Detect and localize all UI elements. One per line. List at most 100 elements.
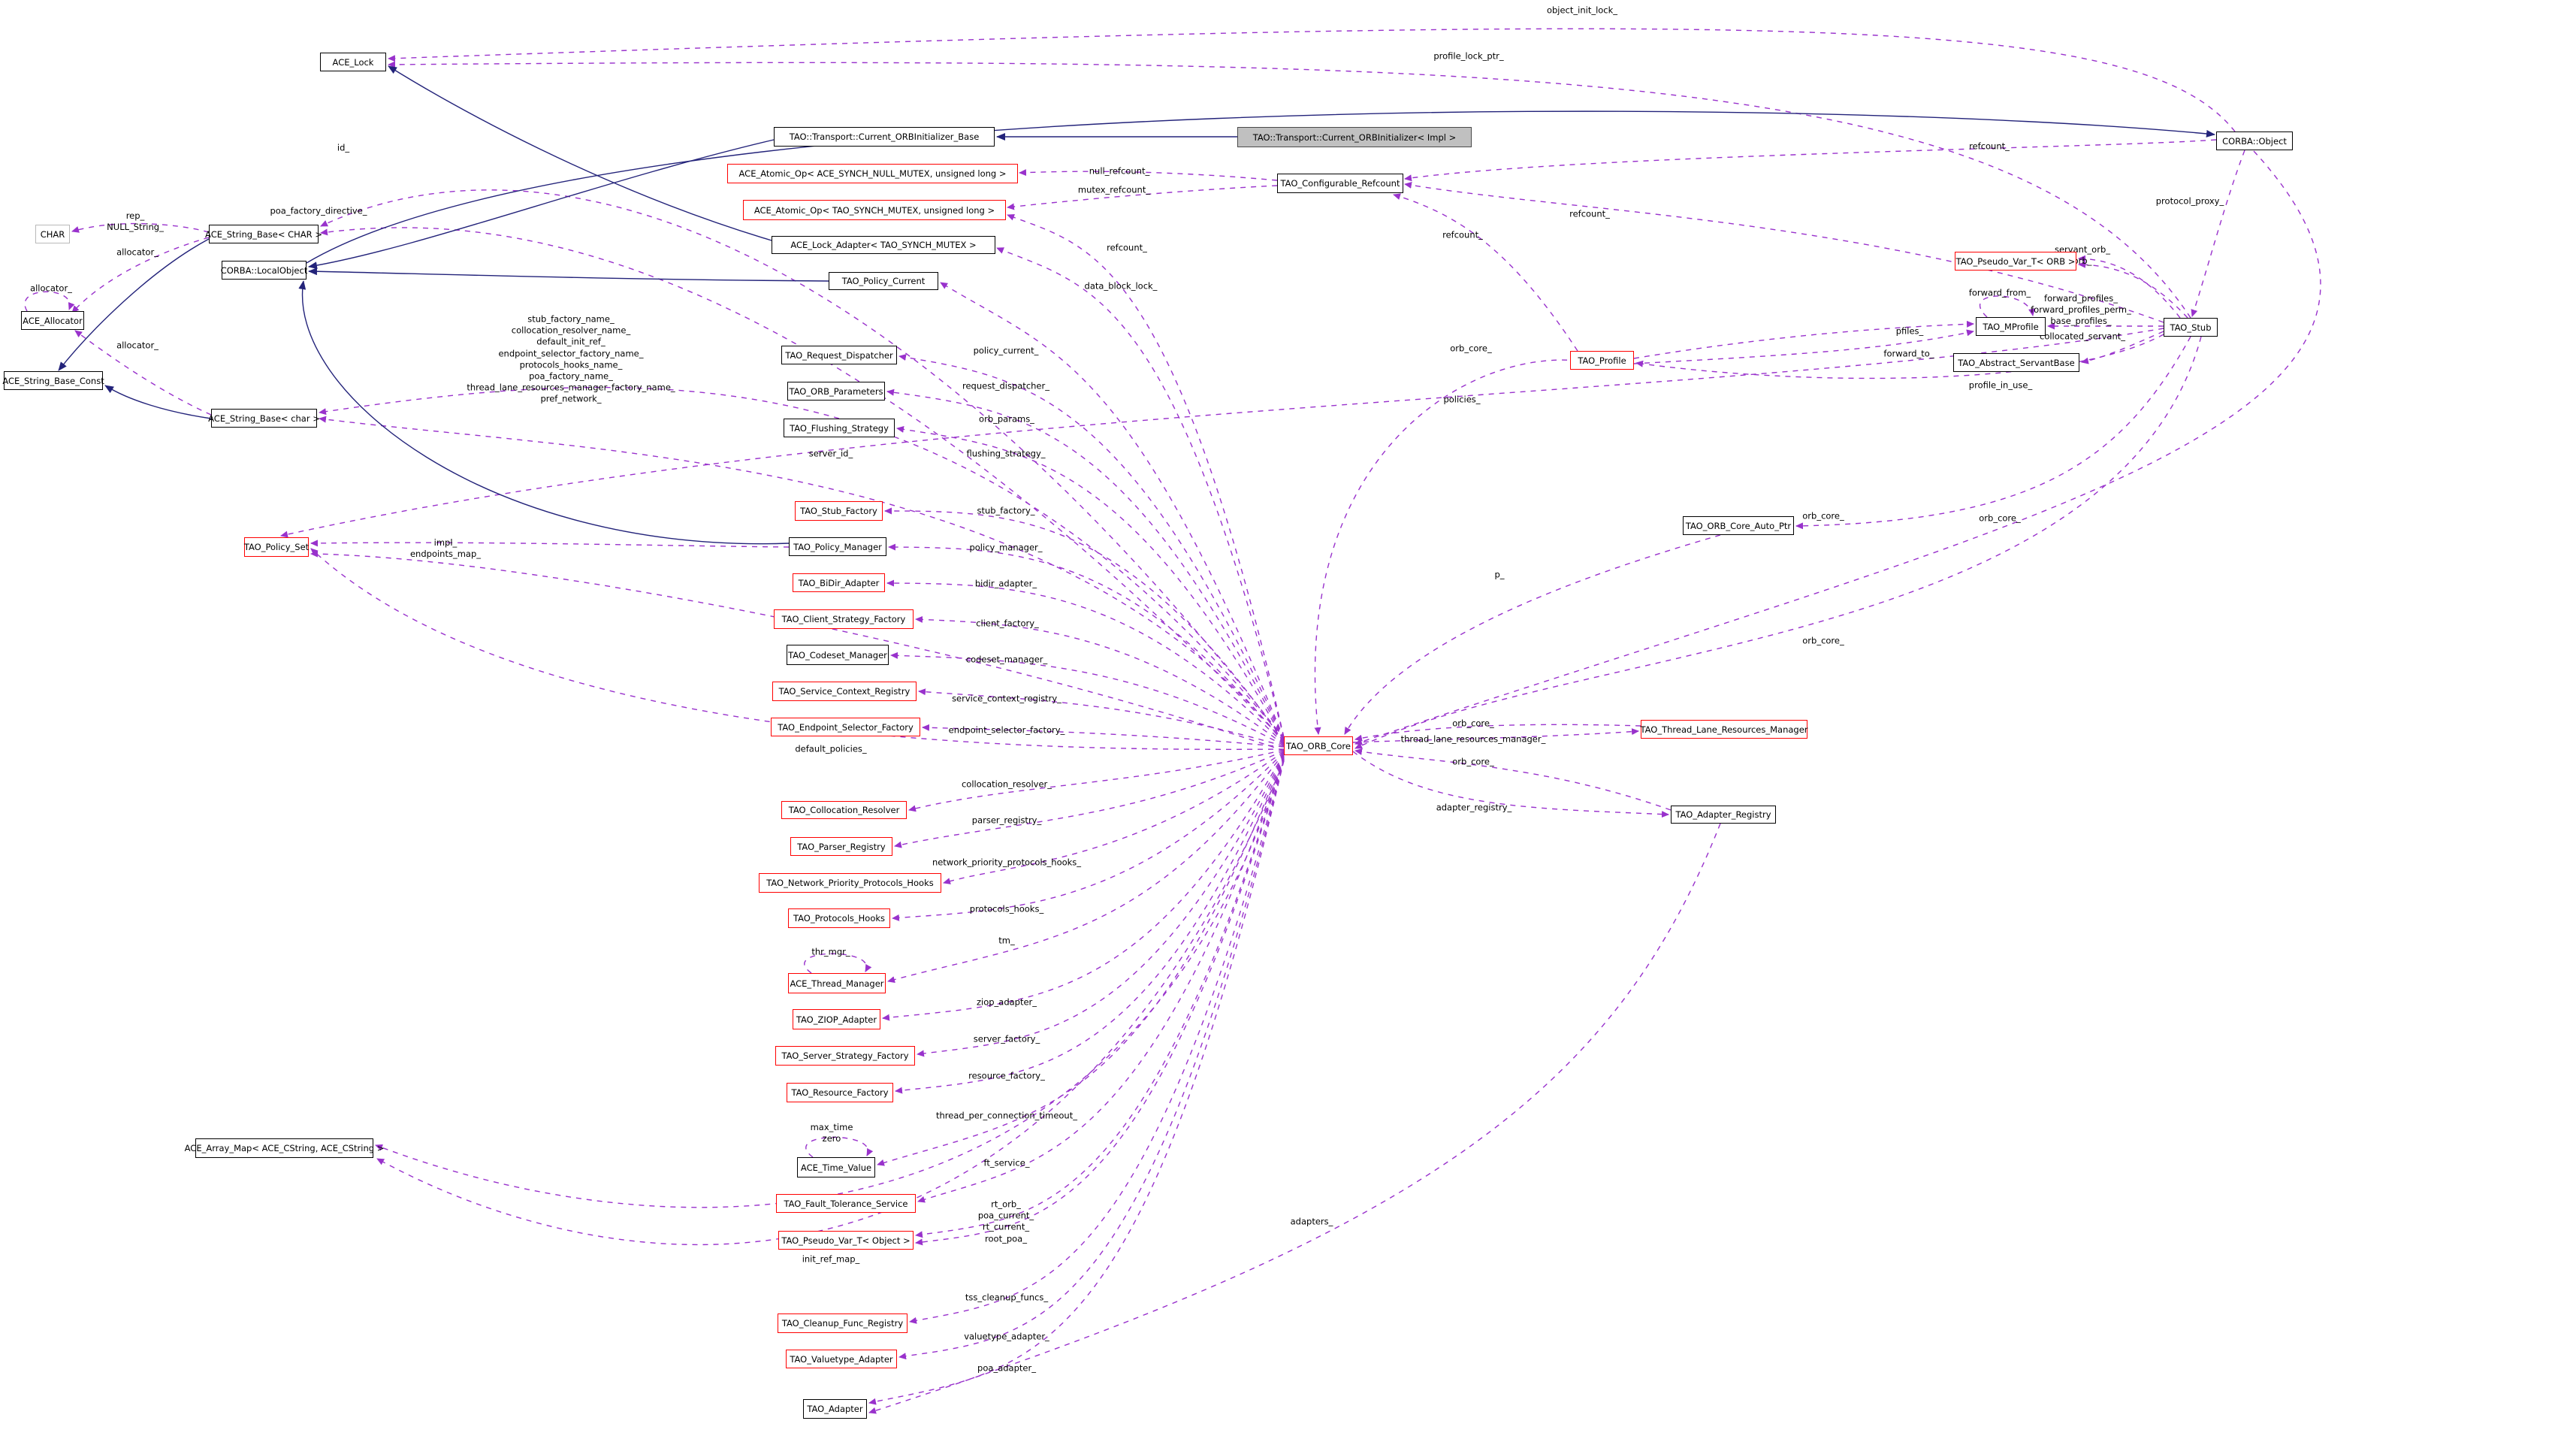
edge-label: orb_core_ — [1452, 756, 1494, 767]
usage-edge — [805, 1136, 874, 1158]
class-box-tao-resource-factory[interactable]: TAO_Resource_Factory — [787, 1083, 893, 1102]
class-box-tao-adapter-registry[interactable]: TAO_Adapter_Registry — [1671, 806, 1776, 824]
edge-label: rt_orb_ poa_current_ rt_current_ root_po… — [977, 1199, 1034, 1244]
class-box-ace-atomic-op-tao[interactable]: ACE_Atomic_Op< TAO_SYNCH_MUTEX, unsigned… — [743, 200, 1006, 220]
edge-label: collocated_servant_ — [2040, 331, 2125, 342]
usage-edge — [2078, 261, 2188, 319]
class-box-tao-profile[interactable]: TAO_Profile — [1570, 351, 1634, 370]
class-box-tao-service-context-registry[interactable]: TAO_Service_Context_Registry — [772, 682, 917, 701]
class-box-tao-valuetype-adapter[interactable]: TAO_Valuetype_Adapter — [786, 1350, 897, 1368]
class-box-ace-atomic-op-null[interactable]: ACE_Atomic_Op< ACE_SYNCH_NULL_MUTEX, uns… — [727, 164, 1018, 183]
class-box-tao-configurable-refcount[interactable]: TAO_Configurable_Refcount — [1277, 174, 1403, 193]
class-box-char[interactable]: CHAR — [35, 225, 70, 243]
class-box-tao-stub-factory[interactable]: TAO_Stub_Factory — [795, 501, 883, 521]
class-box-tao-pseudo-var-t-orb[interactable]: TAO_Pseudo_Var_T< ORB > — [1955, 252, 2076, 271]
class-box-tao-fault-tolerance-service[interactable]: TAO_Fault_Tolerance_Service — [776, 1194, 916, 1213]
usage-edge — [877, 755, 1285, 1166]
edge-label: refcount_ — [1442, 229, 1483, 240]
edge-label: collocation_resolver_ — [961, 778, 1052, 790]
class-box-label: TAO_Parser_Registry — [797, 841, 886, 852]
edge-label: network_priority_protocols_hooks_ — [932, 857, 1082, 868]
class-box-tao-pseudo-var-t-object[interactable]: TAO_Pseudo_Var_T< Object > — [778, 1231, 914, 1250]
usage-edge — [1314, 359, 1578, 735]
class-box-tao-orb-parameters[interactable]: TAO_ORB_Parameters — [787, 382, 885, 401]
class-box-tao-parser-registry[interactable]: TAO_Parser_Registry — [790, 837, 892, 856]
usage-edge — [1393, 193, 1578, 352]
usage-edge — [280, 328, 2164, 538]
edge-label: allocator_ — [30, 283, 72, 294]
class-box-transport-current-orbinitializer-impl[interactable]: TAO::Transport::Current_ORBInitializer< … — [1237, 127, 1472, 147]
class-box-tao-orb-core-auto-ptr[interactable]: TAO_ORB_Core_Auto_Ptr — [1683, 516, 1794, 535]
class-box-label: TAO_ORB_Core — [1286, 740, 1351, 751]
class-box-tao-orb-core[interactable]: TAO_ORB_Core — [1284, 736, 1353, 755]
edge-label: protocol_proxy_ — [2155, 195, 2224, 207]
class-box-tao-policy-current[interactable]: TAO_Policy_Current — [829, 272, 938, 290]
class-box-label: TAO_Service_Context_Registry — [778, 686, 911, 697]
usage-edge — [71, 237, 210, 313]
class-box-tao-thread-lane-resources-manager[interactable]: TAO_Thread_Lane_Resources_Manager — [1641, 720, 1808, 739]
class-box-tao-mprofile[interactable]: TAO_MProfile — [1976, 317, 2046, 336]
class-box-transport-current-orbinitializer-base[interactable]: TAO::Transport::Current_ORBInitializer_B… — [774, 127, 995, 147]
class-box-tao-cleanup-func-registry[interactable]: TAO_Cleanup_Func_Registry — [778, 1313, 907, 1333]
class-box-corba-localobject[interactable]: CORBA::LocalObject — [221, 261, 307, 280]
edge-label: adapters_ — [1290, 1216, 1333, 1227]
class-box-label: TAO_Cleanup_Func_Registry — [781, 1318, 904, 1329]
class-box-label: TAO_Fault_Tolerance_Service — [784, 1198, 908, 1209]
class-box-tao-abstract-servantbase[interactable]: TAO_Abstract_ServantBase — [1953, 353, 2079, 372]
edge-label: allocator_ — [116, 340, 159, 351]
class-box-ace-array-map[interactable]: ACE_Array_Map< ACE_CString, ACE_CString … — [185, 1138, 384, 1158]
edge-label: orb_params_ — [979, 413, 1034, 425]
usage-edge — [310, 540, 790, 548]
class-box-tao-codeset-manager[interactable]: TAO_Codeset_Manager — [787, 645, 889, 665]
edge-label: policy_manager_ — [969, 542, 1043, 553]
class-box-ace-lock-adapter[interactable]: ACE_Lock_Adapter< TAO_SYNCH_MUTEX > — [772, 236, 995, 254]
class-box-label: TAO_Collocation_Resolver — [788, 805, 900, 815]
class-box-ace-thread-manager[interactable]: ACE_Thread_Manager — [788, 973, 886, 993]
class-box-corba-object[interactable]: CORBA::Object — [2216, 132, 2293, 150]
usage-edge — [898, 759, 1285, 1360]
edge-label: forward_to_ — [1883, 348, 1934, 359]
edge-label: adapter_registry_ — [1436, 802, 1512, 813]
class-box-label: TAO::Transport::Current_ORBInitializer_B… — [789, 132, 980, 142]
usage-edge — [917, 756, 1285, 1203]
class-box-tao-protocols-hooks[interactable]: TAO_Protocols_Hooks — [788, 908, 890, 928]
edge-label: refcount_ — [1107, 242, 1147, 253]
edge-label: default_policies_ — [795, 743, 867, 754]
class-box-tao-server-strategy-factory[interactable]: TAO_Server_Strategy_Factory — [775, 1046, 915, 1066]
edge-label: max_time zero — [810, 1121, 853, 1144]
class-box-ace-string-base-CHAR[interactable]: ACE_String_Base< CHAR > — [205, 225, 322, 243]
class-box-ace-allocator[interactable]: ACE_Allocator — [21, 311, 84, 330]
edge-label: parser_registry_ — [971, 815, 1042, 826]
class-box-tao-request-dispatcher[interactable]: TAO_Request_Dispatcher — [781, 346, 897, 364]
usage-edge — [915, 758, 1285, 1246]
edge-label: forward_profiles_ forward_profiles_perm_… — [2031, 293, 2131, 327]
class-box-label: TAO_Adapter_Registry — [1675, 809, 1771, 820]
usage-edge — [310, 548, 1285, 750]
class-box-ace-time-value[interactable]: ACE_Time_Value — [797, 1157, 875, 1177]
class-box-tao-ziop-adapter[interactable]: TAO_ZIOP_Adapter — [793, 1009, 880, 1029]
class-box-tao-network-priority-protocols-hooks[interactable]: TAO_Network_Priority_Protocols_Hooks — [759, 873, 941, 893]
edge-label: tm_ — [998, 935, 1015, 946]
inheritance-edge — [298, 280, 790, 545]
class-box-tao-adapter[interactable]: TAO_Adapter — [803, 1399, 867, 1419]
class-box-tao-flushing-strategy[interactable]: TAO_Flushing_Strategy — [784, 419, 895, 437]
class-box-tao-bidir-adapter[interactable]: TAO_BiDir_Adapter — [793, 573, 885, 592]
class-box-ace-string-base-char[interactable]: ACE_String_Base< char > — [208, 409, 320, 428]
class-box-tao-endpoint-selector-factory[interactable]: TAO_Endpoint_Selector_Factory — [771, 718, 920, 736]
class-box-tao-collocation-resolver[interactable]: TAO_Collocation_Resolver — [781, 801, 907, 819]
class-box-label: ACE_Thread_Manager — [790, 978, 884, 989]
class-box-label: TAO_Network_Priority_Protocols_Hooks — [766, 878, 934, 888]
edge-label: stub_factory_ — [977, 505, 1035, 516]
class-box-label: TAO_Resource_Factory — [791, 1087, 889, 1098]
class-box-tao-policy-manager[interactable]: TAO_Policy_Manager — [789, 537, 886, 556]
class-box-ace-string-base-const[interactable]: ACE_String_Base_Const — [2, 371, 104, 390]
edge-label: pfiles_ — [1895, 325, 1924, 337]
usage-edge — [894, 750, 1285, 848]
class-box-label: TAO_ZIOP_Adapter — [796, 1014, 877, 1025]
class-box-ace-lock[interactable]: ACE_Lock — [320, 53, 386, 71]
class-box-tao-stub[interactable]: TAO_Stub — [2164, 318, 2218, 337]
class-box-tao-policy-set[interactable]: TAO_Policy_Set — [244, 537, 309, 557]
usage-edge — [1354, 150, 2321, 745]
class-box-tao-client-strategy-factory[interactable]: TAO_Client_Strategy_Factory — [774, 609, 914, 629]
class-box-label: TAO_Flushing_Strategy — [790, 422, 889, 434]
